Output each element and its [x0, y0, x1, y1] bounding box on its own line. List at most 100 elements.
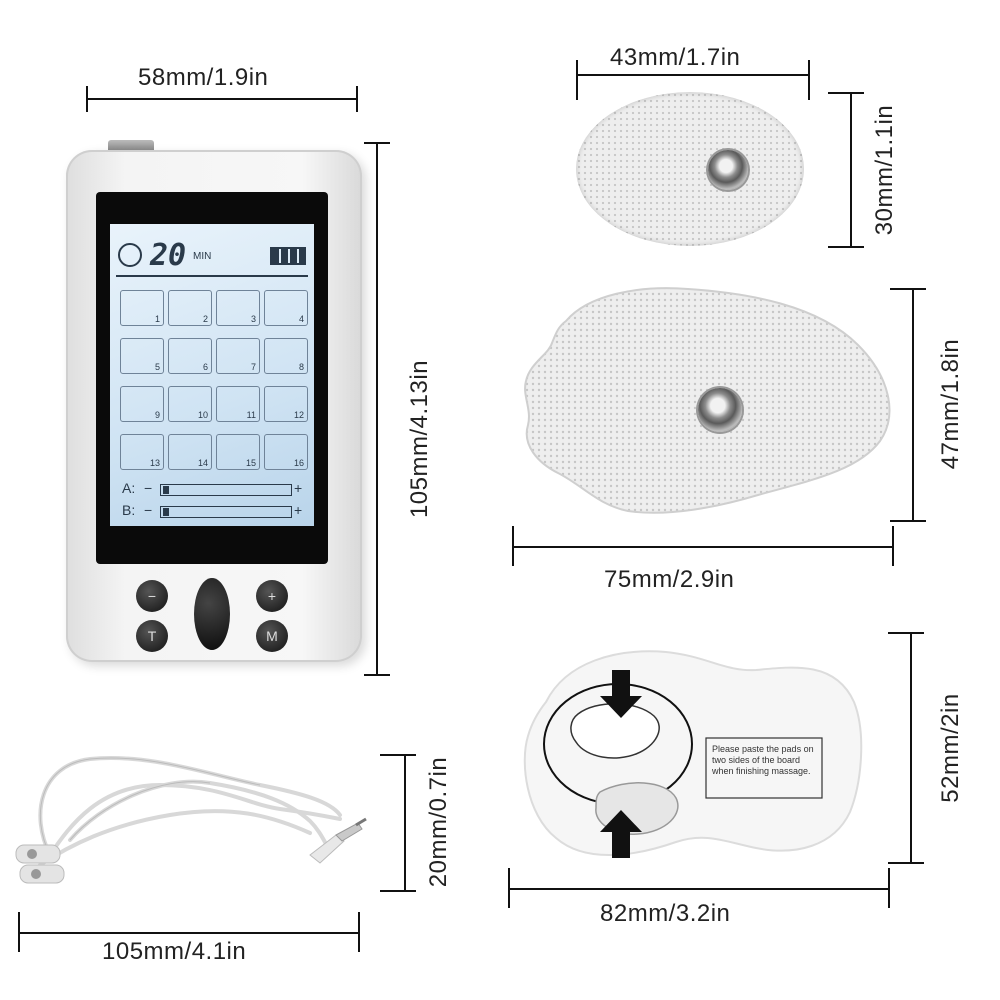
- timer-button[interactable]: T: [136, 620, 168, 652]
- backing-width-tick-right: [888, 868, 890, 908]
- lcd-mode-number: 7: [250, 362, 256, 372]
- lcd-mode-4: 4: [264, 290, 308, 326]
- device-height-tick-bottom: [364, 674, 390, 676]
- arrow-down-icon: [600, 670, 642, 718]
- palm-pad-height-tick-top: [890, 288, 926, 290]
- lcd-channel-a-plus: +: [294, 480, 303, 496]
- lcd-timer-value: 20: [150, 238, 187, 273]
- battery-icon: [270, 247, 306, 265]
- backing-height-tick-top: [888, 632, 924, 634]
- lcd-channel-b-minus: −: [144, 502, 153, 518]
- palm-pad-snap: [698, 388, 742, 432]
- palm-pad-width-tick-right: [892, 526, 894, 566]
- lcd-mode-number: 10: [197, 410, 208, 420]
- palm-pad-height-label: 47mm/1.8in: [937, 338, 964, 470]
- device-width-label: 58mm/1.9in: [138, 64, 269, 91]
- oval-pad-snap: [708, 150, 748, 190]
- lcd-screen: [110, 224, 314, 526]
- lcd-mode-10: 10: [168, 386, 212, 422]
- lcd-mode-number: 16: [293, 458, 304, 468]
- lcd-mode-number: 5: [154, 362, 160, 372]
- lcd-mode-number: 13: [149, 458, 160, 468]
- lcd-mode-number: 8: [298, 362, 304, 372]
- lcd-mode-number: 3: [250, 314, 256, 324]
- lcd-mode-12: 12: [264, 386, 308, 422]
- oval-pad-height-label: 30mm/1.1in: [871, 104, 898, 236]
- device-width-tick-right: [356, 86, 358, 112]
- cable-height-line: [404, 754, 406, 890]
- lcd-channel-a-bar: [160, 484, 292, 496]
- lcd-channel-b-fill: [163, 508, 169, 516]
- backing-width-label: 82mm/3.2in: [600, 900, 731, 927]
- lcd-mode-number: 1: [154, 314, 160, 324]
- minus-button[interactable]: −: [136, 580, 168, 612]
- oval-pad-height-line: [850, 92, 852, 246]
- lcd-mode-number: 2: [202, 314, 208, 324]
- device-width-tick-left: [86, 86, 88, 112]
- backing-height-label: 52mm/2in: [937, 693, 964, 803]
- palm-pad-width-label: 75mm/2.9in: [604, 566, 735, 593]
- lcd-mode-3: 3: [216, 290, 260, 326]
- device-width-line: [86, 98, 356, 100]
- arrow-up-icon: [600, 810, 642, 858]
- lcd-channel-a-minus: −: [144, 480, 153, 496]
- lcd-mode-2: 2: [168, 290, 212, 326]
- plus-button[interactable]: +: [256, 580, 288, 612]
- device-height-line: [376, 142, 378, 674]
- oval-electrode-pad: [576, 92, 804, 246]
- palm-pad-width-line: [512, 546, 892, 548]
- oval-pad-width-line: [576, 74, 808, 76]
- palm-pad-height-line: [912, 288, 914, 520]
- device-height-label: 105mm/4.13in: [406, 359, 433, 519]
- backing-height-line: [910, 632, 912, 862]
- lcd-mode-14: 14: [168, 434, 212, 470]
- lcd-mode-6: 6: [168, 338, 212, 374]
- cable-length-line: [18, 932, 358, 934]
- lcd-mode-11: 11: [216, 386, 260, 422]
- cable-height-tick-bottom: [380, 890, 416, 892]
- lcd-timer-unit: MIN: [193, 251, 212, 262]
- cable-length-tick-right: [358, 912, 360, 952]
- lcd-mode-5: 5: [120, 338, 164, 374]
- power-button[interactable]: [194, 578, 230, 650]
- device-height-tick-top: [364, 142, 390, 144]
- backing-width-tick-left: [508, 868, 510, 908]
- lcd-channel-a-fill: [163, 486, 169, 494]
- lcd-mode-15: 15: [216, 434, 260, 470]
- lcd-mode-number: 11: [246, 410, 256, 420]
- lcd-mode-9: 9: [120, 386, 164, 422]
- oval-pad-width-tick-left: [576, 60, 578, 100]
- lcd-channel-b-bar: [160, 506, 292, 518]
- cable-height-tick-top: [380, 754, 416, 756]
- backing-width-line: [508, 888, 888, 890]
- lcd-channel-b-plus: +: [294, 502, 303, 518]
- electrode-lead-cable: [15, 756, 367, 884]
- lcd-mode-1: 1: [120, 290, 164, 326]
- mode-button[interactable]: M: [256, 620, 288, 652]
- lcd-mode-number: 6: [202, 362, 208, 372]
- oval-pad-height-tick-top: [828, 92, 864, 94]
- lcd-divider: [116, 275, 308, 277]
- storage-backing-board: [523, 650, 863, 858]
- palm-pad-height-tick-bottom: [890, 520, 926, 522]
- clock-icon: [118, 243, 142, 267]
- lcd-mode-number: 9: [154, 410, 160, 420]
- oval-pad-height-tick-bottom: [828, 246, 864, 248]
- cable-height-label: 20mm/0.7in: [425, 756, 452, 888]
- lcd-channel-a-label: A:: [122, 480, 136, 496]
- backing-height-tick-bottom: [888, 862, 924, 864]
- palm-pad-width-tick-left: [512, 526, 514, 566]
- lcd-mode-number: 14: [197, 458, 208, 468]
- oval-pad-width-tick-right: [808, 60, 810, 100]
- cable-length-label: 105mm/4.1in: [102, 938, 247, 965]
- lcd-channel-b-label: B:: [122, 502, 136, 518]
- lcd-mode-number: 15: [245, 458, 256, 468]
- lcd-mode-13: 13: [120, 434, 164, 470]
- cable-length-tick-left: [18, 912, 20, 952]
- lcd-mode-8: 8: [264, 338, 308, 374]
- lcd-mode-16: 16: [264, 434, 308, 470]
- lcd-mode-7: 7: [216, 338, 260, 374]
- oval-pad-width-label: 43mm/1.7in: [610, 44, 741, 71]
- backing-instructions: Please paste the pads on two sides of th…: [712, 744, 814, 776]
- lcd-mode-number: 12: [293, 410, 304, 420]
